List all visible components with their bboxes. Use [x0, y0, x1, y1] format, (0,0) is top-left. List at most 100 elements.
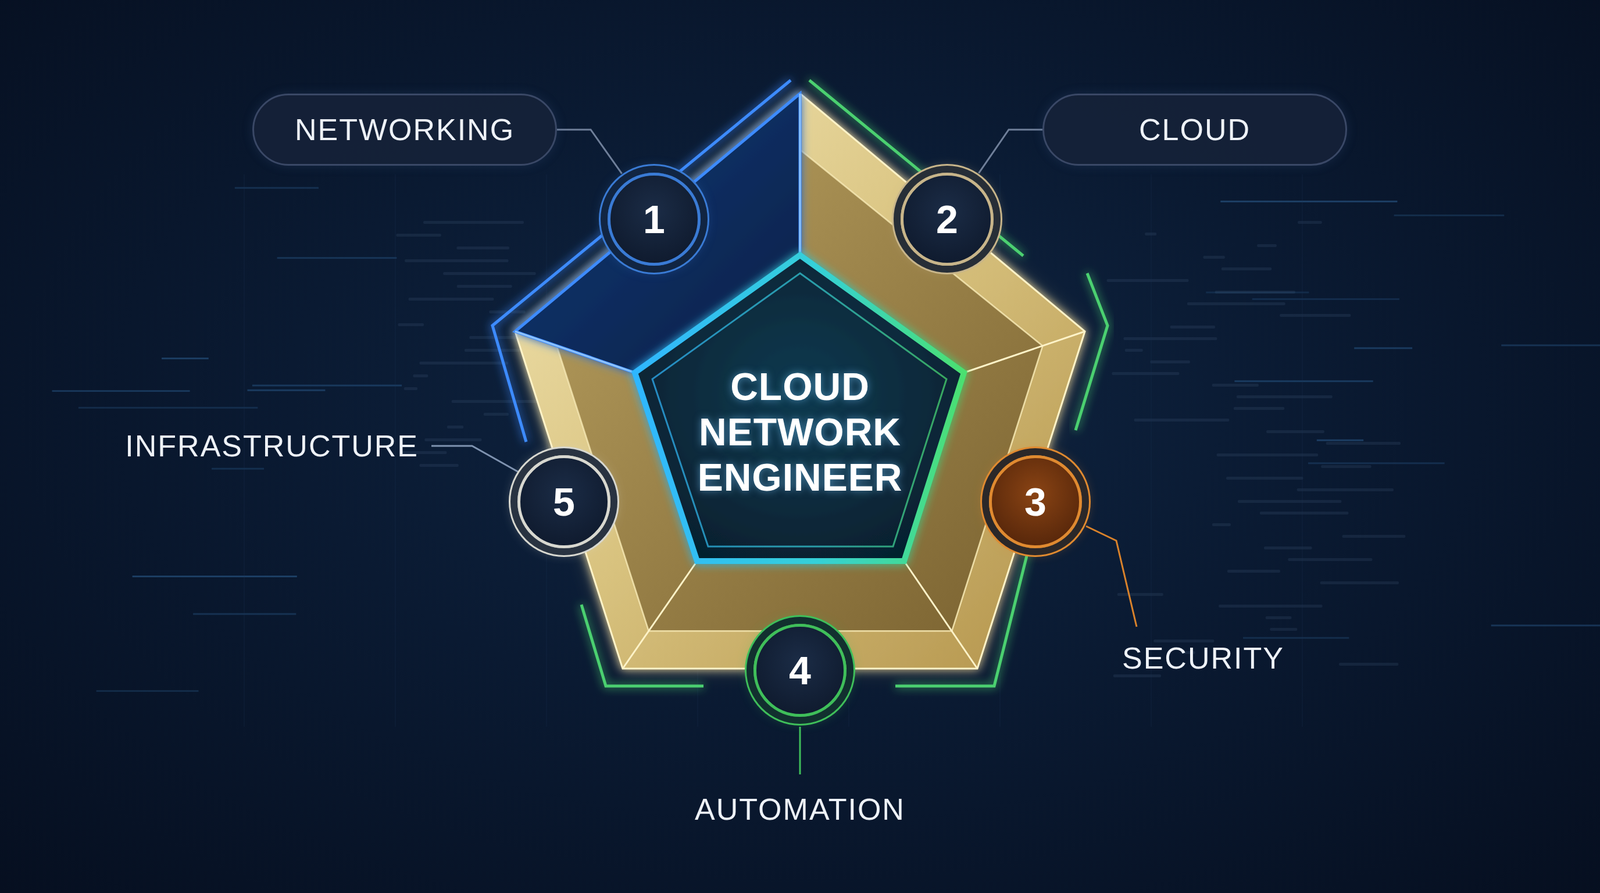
- bevel-ridge: [622, 561, 698, 669]
- pill-text: NETWORKING: [294, 112, 515, 148]
- number-circle: 5: [517, 455, 611, 549]
- bevel-ridge: [904, 561, 978, 669]
- code-texture: [1266, 430, 1325, 434]
- code-texture: [1265, 616, 1292, 620]
- category-label: AUTOMATION: [694, 791, 906, 827]
- number-circle: 2: [900, 172, 994, 266]
- code-texture: [1342, 534, 1406, 538]
- code-texture: [419, 361, 509, 365]
- light-streak: [1234, 380, 1373, 382]
- code-texture: [1287, 558, 1373, 562]
- code-texture: [1123, 337, 1217, 341]
- light-streak: [234, 187, 319, 189]
- code-texture: [1226, 476, 1303, 480]
- callout-number: 1: [643, 196, 666, 242]
- leader-line: [1086, 526, 1137, 627]
- code-texture: [412, 374, 428, 378]
- code-texture: [1233, 406, 1285, 410]
- code-texture: [443, 272, 537, 275]
- code-texture: [1215, 290, 1296, 294]
- code-texture: [1117, 593, 1164, 596]
- code-texture: [1212, 383, 1259, 387]
- code-texture: [1320, 465, 1372, 469]
- code-texture: [1326, 441, 1401, 445]
- light-streak: [1252, 298, 1400, 300]
- title-text: CLOUD NETWORK ENGINEER: [666, 364, 934, 501]
- code-texture: [1279, 313, 1351, 317]
- light-streak: [52, 390, 191, 392]
- code-texture: [1297, 220, 1323, 224]
- light-streak: [247, 389, 325, 392]
- leader-line: [799, 726, 802, 775]
- code-texture: [456, 284, 513, 288]
- code-texture: [419, 463, 459, 467]
- code-texture: [1269, 627, 1298, 631]
- light-streak: [96, 690, 199, 692]
- code-texture: [1144, 232, 1157, 236]
- callout-number: 4: [788, 647, 812, 694]
- callout-number: 5: [552, 479, 575, 525]
- inner-pentagon-line: [652, 273, 947, 547]
- number-circle: 3: [988, 455, 1082, 549]
- code-texture: [1236, 395, 1333, 399]
- category-label: INFRASTRUCTURE: [125, 428, 419, 464]
- light-streak: [1308, 462, 1445, 464]
- code-texture: [423, 220, 524, 224]
- code-texture: [404, 259, 509, 263]
- light-streak: [78, 406, 258, 409]
- leader-connector: [556, 129, 623, 174]
- code-texture: [424, 438, 482, 442]
- code-texture: [1202, 255, 1225, 259]
- code-texture: [1297, 488, 1394, 492]
- leader-connector: [978, 129, 1043, 174]
- grid-line: [546, 174, 548, 727]
- code-texture: [1221, 267, 1272, 271]
- code-texture: [408, 297, 495, 301]
- light-streak: [277, 256, 398, 259]
- inner-pentagon: [634, 255, 964, 562]
- light-streak: [252, 384, 402, 387]
- code-texture: [1170, 325, 1216, 329]
- code-texture: [1259, 511, 1349, 515]
- code-texture: [1125, 348, 1144, 352]
- label-pill: CLOUD: [1042, 93, 1348, 166]
- code-texture: [1106, 279, 1189, 282]
- code-texture: [1227, 569, 1281, 573]
- code-texture: [1256, 244, 1277, 248]
- light-streak: [1501, 344, 1600, 346]
- green-outline: [1075, 273, 1108, 431]
- number-circle: 1: [607, 172, 701, 266]
- pill-text: CLOUD: [1138, 112, 1251, 148]
- callout-number: 3: [1024, 479, 1047, 525]
- frame-halo: [515, 93, 1085, 669]
- light-streak: [132, 575, 298, 578]
- callout-number: 2: [936, 196, 959, 242]
- light-streak: [193, 613, 296, 616]
- light-streak: [1491, 624, 1600, 627]
- light-streak: [211, 468, 264, 470]
- code-texture: [1320, 581, 1399, 585]
- grid-line: [1302, 174, 1303, 727]
- label-pill: NETWORKING: [252, 93, 557, 166]
- code-texture: [483, 412, 509, 416]
- code-texture: [1263, 546, 1313, 550]
- bevel-ridge: [515, 331, 635, 373]
- code-texture: [395, 233, 442, 237]
- code-texture: [397, 323, 424, 327]
- light-streak: [161, 357, 209, 360]
- bevel-ridge: [799, 93, 802, 256]
- code-texture: [1212, 523, 1231, 527]
- code-texture: [1216, 453, 1319, 457]
- code-texture: [447, 425, 464, 429]
- code-texture: [1134, 418, 1230, 422]
- leader-line: [431, 445, 519, 473]
- code-texture: [404, 387, 418, 391]
- code-texture: [1218, 604, 1323, 608]
- code-texture: [1338, 662, 1399, 666]
- center-title: CLOUD NETWORK ENGINEER: [666, 358, 934, 507]
- code-texture: [456, 246, 510, 250]
- code-texture: [1237, 500, 1342, 503]
- bevel-ridge: [963, 331, 1085, 373]
- code-texture: [1111, 372, 1180, 375]
